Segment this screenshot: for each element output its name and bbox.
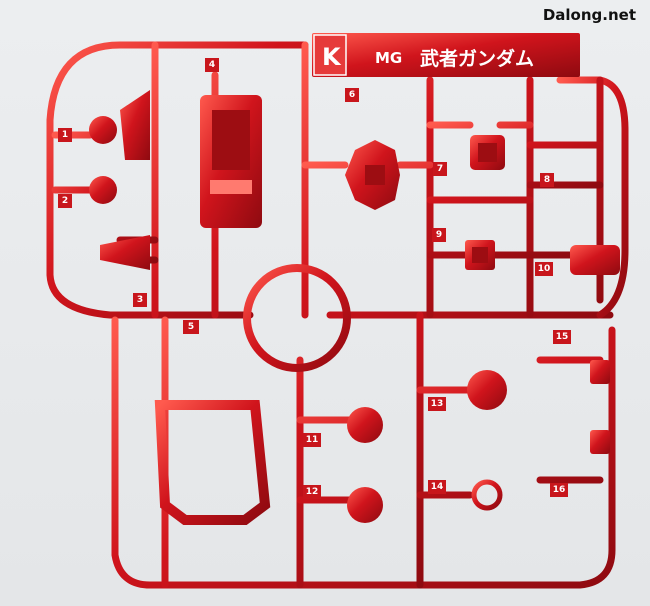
watermark-text: Dalong.net <box>542 6 636 24</box>
part-tag-7: 7 <box>433 162 447 176</box>
part-tag-8: 8 <box>540 173 554 187</box>
part-tag-14: 14 <box>428 480 446 494</box>
part-tag-3: 3 <box>133 293 147 307</box>
part-tag-4: 4 <box>205 58 219 72</box>
part-tag-1: 1 <box>58 128 72 142</box>
part-emblems <box>347 360 610 523</box>
part-open-box <box>154 400 271 525</box>
central-ring <box>243 264 351 372</box>
sprue-label-plate: K MG 武者ガンダム <box>312 33 580 77</box>
part-tag-2: 2 <box>58 194 72 208</box>
part-tag-12: 12 <box>303 485 321 499</box>
part-cylinder <box>570 245 620 275</box>
part-tag-13: 13 <box>428 397 446 411</box>
sprue-kit-name: 武者ガンダム <box>420 47 534 70</box>
part-tag-5: 5 <box>183 320 199 334</box>
part-visor <box>200 95 262 228</box>
part-tag-10: 10 <box>535 262 553 276</box>
part-tag-11: 11 <box>303 433 321 447</box>
part-cross-joint <box>345 140 400 210</box>
part-tag-15: 15 <box>553 330 571 344</box>
part-small-joints-left <box>89 90 150 270</box>
part-tag-16: 16 <box>550 483 568 497</box>
part-square-joints <box>465 135 505 270</box>
part-tag-9: 9 <box>432 228 446 242</box>
sprue-grade: MG <box>375 49 402 67</box>
sprue-letter: K <box>322 43 342 71</box>
sprue-frame <box>46 41 629 589</box>
part-tag-6: 6 <box>345 88 359 102</box>
